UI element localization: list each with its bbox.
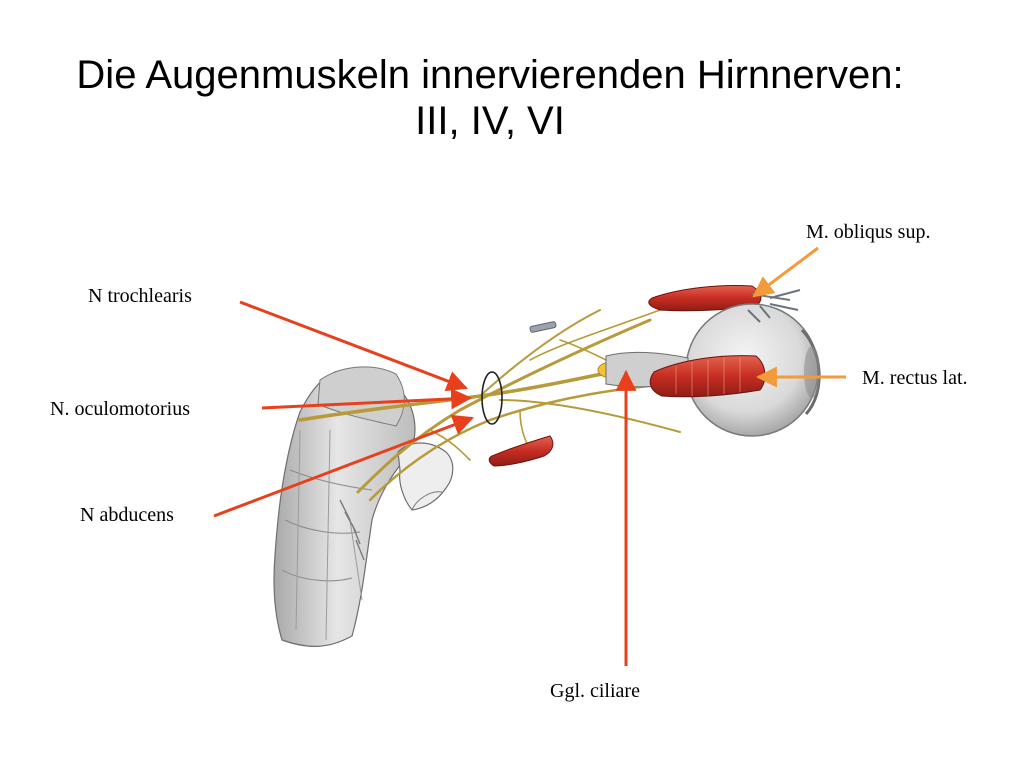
label-m-rectus-lat: M. rectus lat. bbox=[862, 367, 968, 389]
pointer-trochlearis bbox=[239, 300, 468, 392]
lateral-rectus-muscle bbox=[649, 355, 766, 398]
pointer-abducens bbox=[213, 414, 474, 518]
vessel-stub bbox=[529, 321, 557, 333]
title-line-1: Die Augenmuskeln innervierenden Hirnnerv… bbox=[76, 53, 904, 97]
brainstem bbox=[273, 366, 416, 647]
pointer-obliquus-sup bbox=[752, 246, 819, 298]
annulus-ring bbox=[481, 371, 503, 425]
title-line-2: III, IV, VI bbox=[415, 99, 565, 143]
superior-oblique-muscle bbox=[648, 285, 801, 312]
muscle-stub-lower bbox=[488, 435, 554, 467]
label-ggl-ciliare: Ggl. ciliare bbox=[550, 680, 640, 702]
label-n-trochlearis: N trochlearis bbox=[88, 285, 192, 307]
label-n-abducens: N abducens bbox=[80, 504, 174, 526]
pointer-oculomotorius bbox=[261, 388, 473, 410]
slide-title: Die Augenmuskeln innervierenden Hirnnerv… bbox=[0, 52, 980, 144]
label-n-oculomotorius: N. oculomotorius bbox=[50, 398, 190, 420]
label-m-obliquus-sup: M. obliqus sup. bbox=[806, 221, 931, 243]
cavernous-tissue bbox=[397, 442, 454, 511]
